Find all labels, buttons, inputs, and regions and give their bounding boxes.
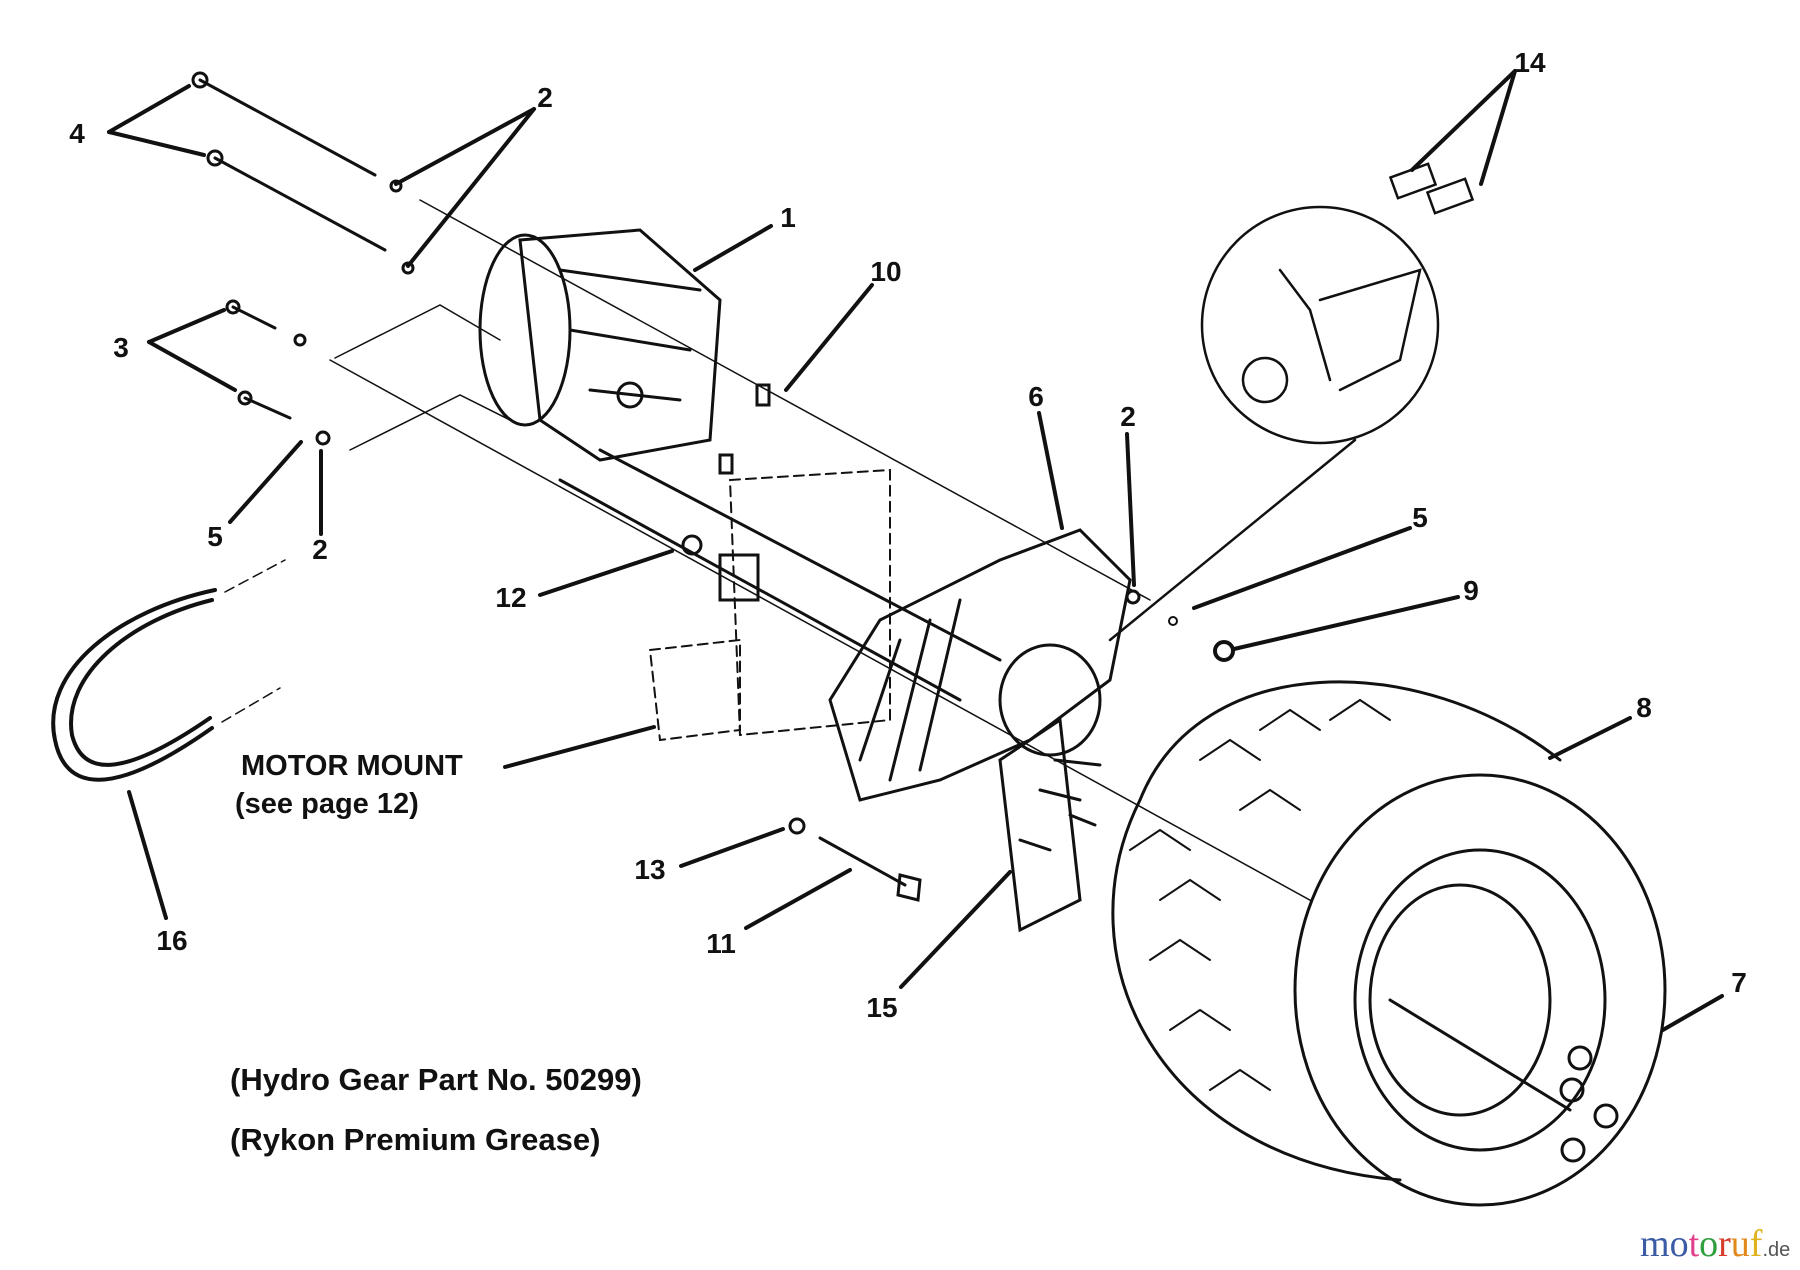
callout-16: 16	[156, 925, 188, 956]
bolt-11	[788, 817, 922, 902]
callout-5: 5	[207, 521, 223, 552]
callout-11: 11	[706, 928, 736, 959]
hydro-transmission	[478, 228, 722, 462]
leader-lines	[107, 69, 1724, 1052]
wheel-nuts	[1388, 998, 1619, 1163]
watermark-letter: o	[1699, 1223, 1719, 1265]
callout-8: 8	[1636, 692, 1652, 723]
motor-mount-label: MOTOR MOUNT	[241, 750, 463, 782]
bolts	[191, 71, 415, 446]
grease-note: (Rykon Premium Grease)	[230, 1122, 601, 1157]
callout-12: 12	[495, 582, 527, 613]
watermark-letter: m	[1640, 1223, 1670, 1265]
watermark-letter: o	[1669, 1223, 1689, 1265]
callout-2: 2	[537, 82, 553, 113]
transaxle	[558, 383, 1132, 802]
wheel-hub	[998, 717, 1102, 933]
callout-9: 9	[1463, 575, 1479, 606]
tire	[1111, 680, 1667, 1207]
callout-7: 7	[1731, 967, 1747, 998]
nut-12	[681, 534, 703, 556]
callout-14: 14	[1514, 47, 1546, 78]
callout-1: 1	[780, 202, 796, 233]
callout-3: 3	[113, 332, 129, 363]
motor-mount-outline	[648, 468, 891, 742]
drive-belt	[51, 559, 286, 782]
callout-13: 13	[634, 854, 666, 885]
part-number-note: (Hydro Gear Part No. 50299)	[230, 1062, 642, 1097]
see-page-link[interactable]: (see page 12)	[235, 788, 419, 820]
watermark-letter: r	[1718, 1223, 1731, 1265]
callout-6: 6	[1028, 381, 1044, 412]
callout-5-right: 5	[1412, 502, 1428, 533]
watermark-letter: f	[1749, 1223, 1763, 1265]
callout-2-lower: 2	[312, 534, 328, 565]
callout-4: 4	[69, 118, 85, 149]
bracket	[718, 553, 760, 602]
watermark-letter: u	[1730, 1223, 1750, 1265]
callout-15: 15	[866, 992, 898, 1023]
callout-2-right: 2	[1120, 401, 1136, 432]
watermark-letter: t	[1688, 1223, 1700, 1265]
detail-inset	[1108, 162, 1475, 642]
callout-10: 10	[870, 256, 902, 287]
motoruf-watermark-logo: motoruf.de	[1640, 1223, 1791, 1265]
